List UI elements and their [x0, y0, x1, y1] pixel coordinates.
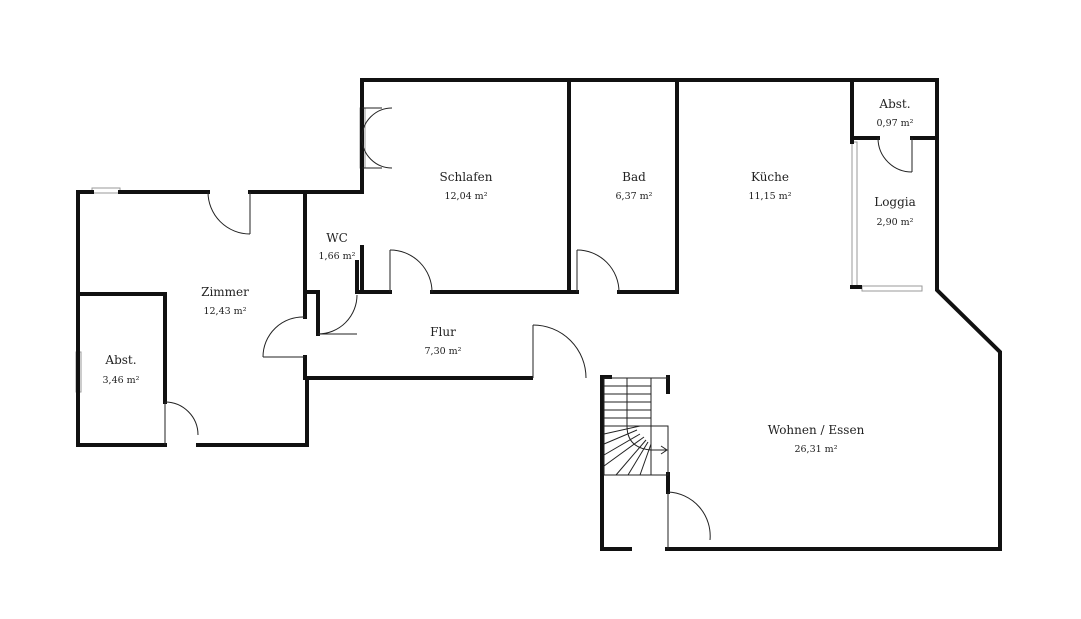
window-loggia-bottom — [861, 285, 923, 292]
window-zimmer-top — [91, 187, 121, 194]
room-area-bad: 6,37 m² — [616, 191, 653, 202]
staircase — [603, 377, 669, 476]
door-schlafen-left — [361, 107, 393, 169]
door-zimmer-top — [207, 191, 251, 235]
door-wc — [317, 294, 358, 335]
room-area-wc: 1,66 m² — [319, 251, 356, 262]
room-name-schlafen: Schlafen — [440, 170, 493, 184]
door-bad — [576, 249, 620, 293]
door-abst — [164, 401, 199, 445]
windows — [75, 107, 923, 393]
room-name-abst-small: Abst. — [878, 97, 910, 111]
room-name-flur: Flur — [430, 325, 456, 339]
door-abst-small — [877, 137, 913, 173]
room-name-abst: Abst. — [104, 353, 136, 367]
room-area-zimmer: 12,43 m² — [203, 306, 246, 317]
room-name-bad: Bad — [622, 170, 646, 184]
door-schlafen — [389, 249, 433, 293]
doors — [164, 107, 913, 549]
room-name-zimmer: Zimmer — [201, 285, 249, 299]
room-area-schlafen: 12,04 m² — [444, 191, 487, 202]
walls — [76, 78, 1002, 551]
door-zimmer-flur — [262, 316, 306, 358]
room-area-kueche: 11,15 m² — [748, 191, 791, 202]
room-name-kueche: Küche — [751, 170, 789, 184]
room-area-abst: 3,46 m² — [103, 375, 140, 386]
room-name-loggia: Loggia — [874, 195, 916, 209]
door-wohnen — [532, 324, 587, 379]
room-area-loggia: 2,90 m² — [877, 217, 914, 228]
room-area-abst-small: 0,97 m² — [877, 118, 914, 129]
room-area-wohnen: 26,31 m² — [794, 444, 837, 455]
door-wohnen-bottom — [667, 491, 711, 549]
window-loggia-left — [851, 141, 858, 288]
room-name-wc: WC — [326, 231, 348, 245]
room-area-flur: 7,30 m² — [425, 346, 462, 357]
room-labels: Schlafen 12,04 m² Bad 6,37 m² Küche 11,1… — [103, 97, 916, 455]
room-name-wohnen: Wohnen / Essen — [768, 423, 865, 437]
